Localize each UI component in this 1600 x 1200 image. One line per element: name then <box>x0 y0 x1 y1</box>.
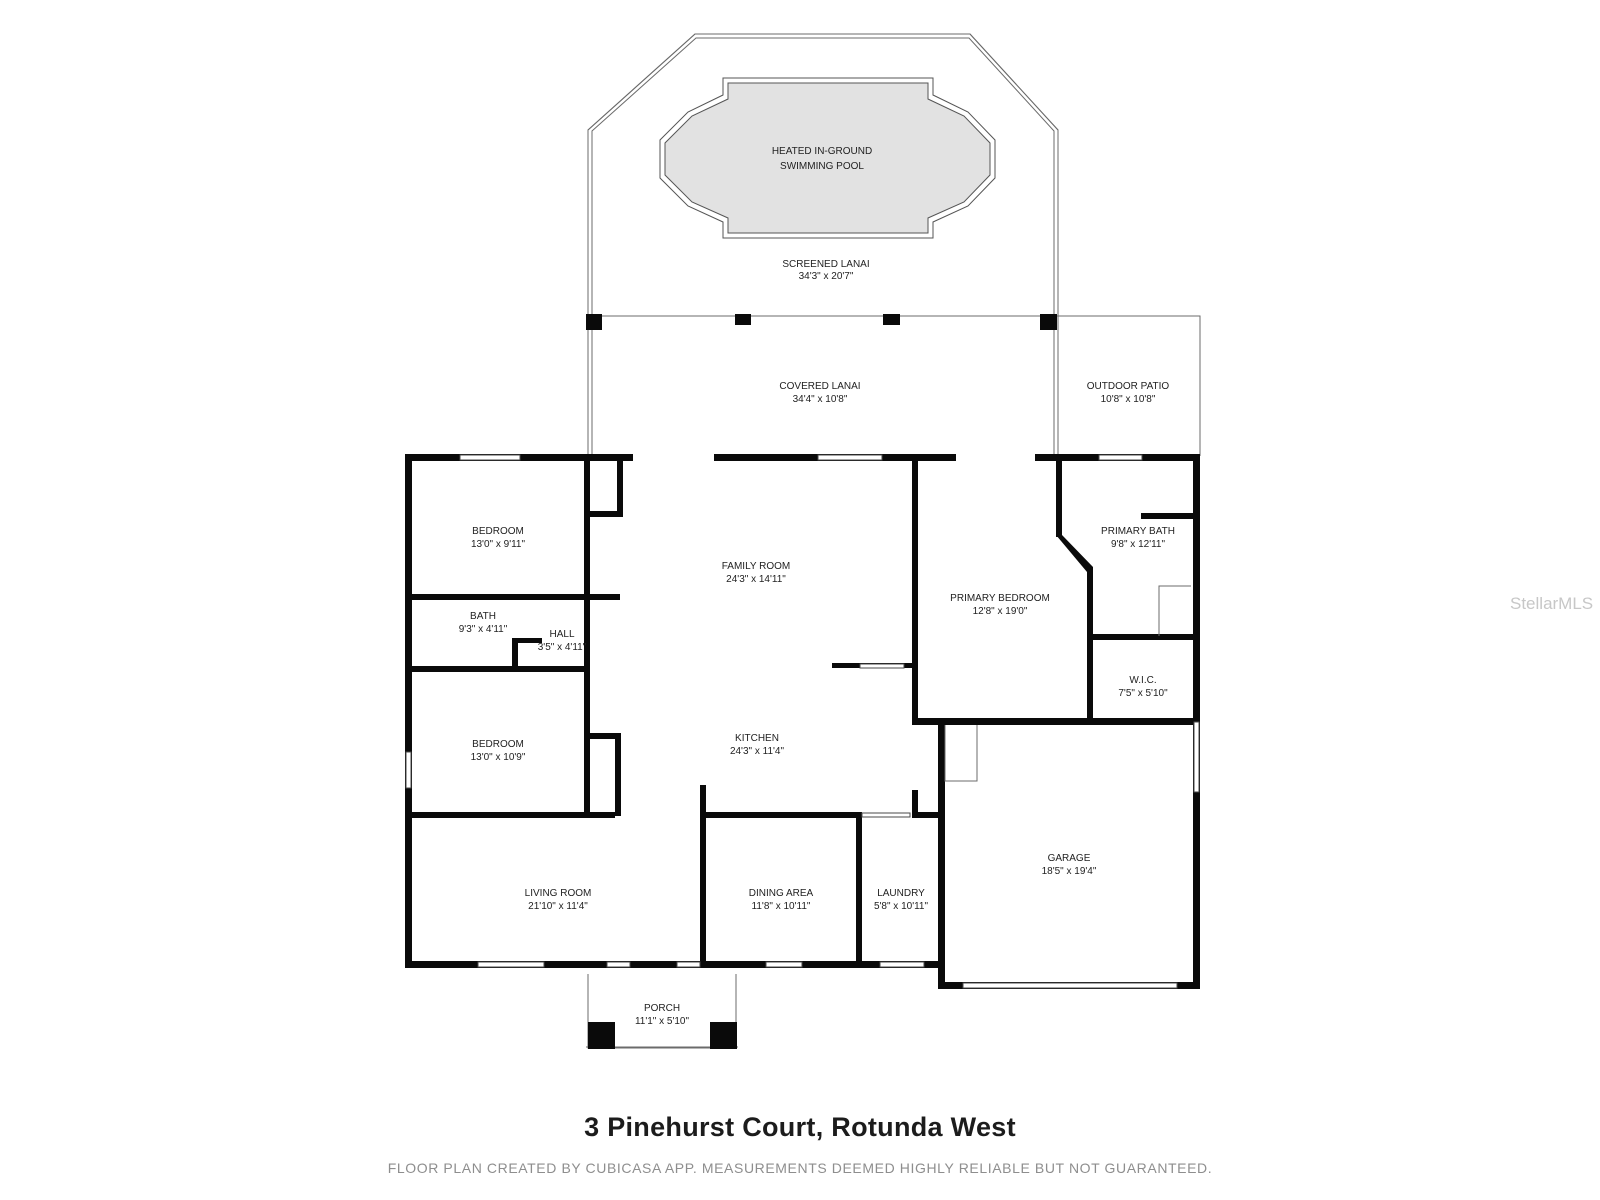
room-name: COVERED LANAI <box>779 381 860 392</box>
room-name: LAUNDRY <box>877 888 925 899</box>
room-dims: 21'10" x 11'4" <box>528 901 588 912</box>
room-dims: 12'8" x 19'0" <box>973 606 1028 617</box>
room-dims: SWIMMING POOL <box>780 161 864 172</box>
swimming-pool <box>659 77 996 239</box>
room-dims: 13'0" x 10'9" <box>471 752 526 763</box>
room-name: BEDROOM <box>472 526 524 537</box>
detail-lines <box>944 585 1191 782</box>
room-name: PRIMARY BATH <box>1101 526 1175 537</box>
room-dims: 13'0" x 9'11" <box>471 539 526 550</box>
room-name: KITCHEN <box>735 733 779 744</box>
room-name: BATH <box>470 611 496 622</box>
room-dims: 7'5" x 5'10" <box>1118 688 1168 699</box>
room-dims: 11'8" x 10'11" <box>752 901 811 912</box>
room-name: DINING AREA <box>749 888 814 899</box>
screened-lanai-enclosure <box>587 33 1059 318</box>
room-dims: 5'8" x 10'11" <box>874 901 929 912</box>
room-dims: 34'3" x 20'7" <box>799 271 854 282</box>
room-name: PORCH <box>644 1003 680 1014</box>
room-name: GARAGE <box>1048 853 1091 864</box>
room-name: HEATED IN-GROUND <box>772 146 872 157</box>
room-dims: 34'4" x 10'8" <box>793 394 848 405</box>
room-name: LIVING ROOM <box>525 888 592 899</box>
room-dims: 9'3" x 4'11" <box>459 624 508 635</box>
room-name: BEDROOM <box>472 739 524 750</box>
watermark-logo: StellarMLS <box>1510 594 1594 613</box>
room-dims: 24'3" x 14'11" <box>726 574 786 585</box>
room-dims: 3'5" x 4'11" <box>538 642 587 653</box>
room-dims: 11'1" x 5'10" <box>635 1016 690 1027</box>
columns <box>586 314 1057 1049</box>
room-name: W.I.C. <box>1129 675 1156 686</box>
room-name: FAMILY ROOM <box>722 561 791 572</box>
room-dims: 18'5" x 19'4" <box>1042 866 1097 877</box>
room-name: OUTDOOR PATIO <box>1087 381 1170 392</box>
room-dims: 10'8" x 10'8" <box>1101 394 1156 405</box>
room-dims: 9'8" x 12'11" <box>1111 539 1166 550</box>
floor-plan-disclaimer: FLOOR PLAN CREATED BY CUBICASA APP. MEAS… <box>387 1160 1213 1176</box>
windows <box>405 454 1200 989</box>
room-name: SCREENED LANAI <box>782 259 869 270</box>
room-labels: HEATED IN-GROUND SWIMMING POOL SCREENED … <box>459 146 1175 1027</box>
room-name: PRIMARY BEDROOM <box>950 593 1050 604</box>
room-name: HALL <box>549 629 574 640</box>
room-dims: 24'3" x 11'4" <box>730 746 785 757</box>
outdoor-outlines <box>586 315 1201 1049</box>
property-address: 3 Pinehurst Court, Rotunda West <box>584 1112 1016 1142</box>
